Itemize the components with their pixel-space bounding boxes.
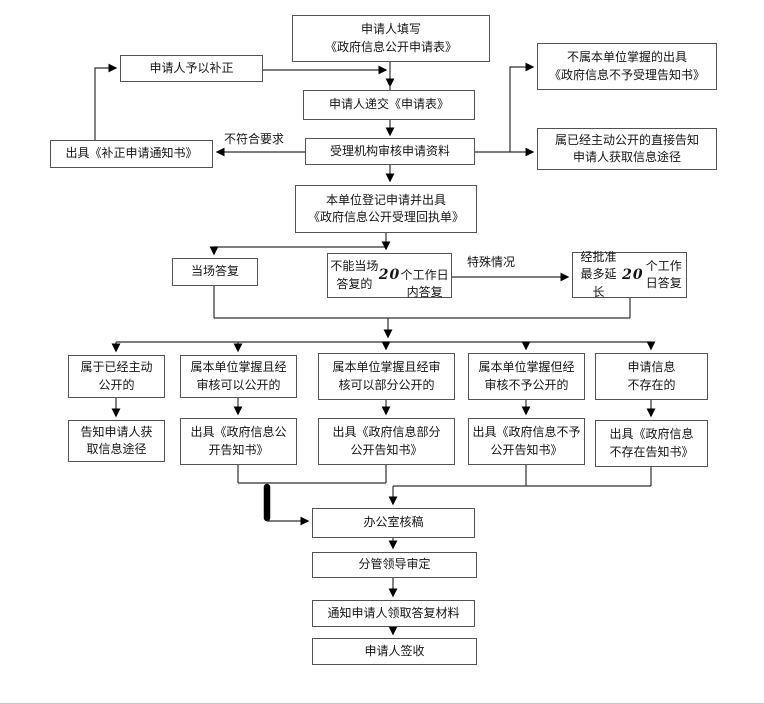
- node-submit-form: 申请人递交《申请表》: [303, 90, 475, 120]
- connector-distribution-bar: [111, 341, 656, 353]
- extend20-text: 经批准最多延长: [580, 249, 617, 299]
- node-fill-form: 申请人填写 《政府信息公开申请表》: [292, 15, 490, 62]
- node-cond-no-disclose: 属本单位掌握但经 审核不予公开的: [468, 353, 585, 400]
- node-cond-already-public: 属于已经主动 公开的: [68, 355, 165, 398]
- connector-cond-to-act: [111, 398, 656, 418]
- node-act-inform-channel: 告知申请人获 取信息途径: [68, 420, 165, 462]
- extend20-text-tail: 个工作日答复: [645, 258, 682, 290]
- connector-register-split: [209, 233, 391, 256]
- node-act-partial-notice: 出具《政府信息部分 公开告知书》: [318, 418, 455, 465]
- node-cond-partial-disclose: 属本单位掌握且经审 核可以部分公开的: [318, 353, 455, 400]
- within20-text: 不能当场答复的: [330, 259, 379, 291]
- node-office-review: 办公室核稿: [312, 508, 475, 538]
- node-not-held-notice: 不属本单位掌握的出具 《政府信息不予受理告知书》: [537, 43, 717, 90]
- connector-reply-collector: [213, 286, 631, 339]
- node-onspot-reply: 当场答复: [172, 258, 258, 286]
- node-review-materials: 受理机构审核申请资料: [305, 138, 475, 165]
- node-cond-not-exist: 申请信息 不存在的: [595, 353, 708, 400]
- connector-correction-notice-to-correct: [94, 63, 118, 140]
- node-applicant-signs: 申请人签收: [312, 638, 477, 665]
- node-leader-approval: 分管领导审定: [312, 552, 477, 578]
- node-already-public-direct: 属已经主动公开的直接告知 申请人获取信息途径: [537, 128, 717, 170]
- edge-label-special-case: 特殊情况: [467, 255, 516, 269]
- node-act-disclosure-notice: 出具《政府信息公 开告知书》: [180, 418, 297, 465]
- node-notify-applicant: 通知申请人领取答复材料: [312, 600, 475, 627]
- connector-left-pair-merge: [237, 465, 387, 484]
- node-cond-can-disclose: 属本单位掌握且经 审核可以公开的: [180, 355, 297, 398]
- connector-right-pair-merge: [388, 465, 652, 506]
- node-correction-notice: 出具《补正申请通知书》: [50, 140, 213, 168]
- node-register-receipt: 本单位登记申请并出具 《政府信息公开受理回执单》: [295, 185, 477, 233]
- node-act-nondisclosure-notice: 出具《政府信息不予 公开告知书》: [468, 418, 585, 465]
- node-applicant-corrects: 申请人予以补正: [120, 55, 263, 82]
- connector-review-to-not-held: [509, 62, 535, 152]
- node-act-nonexistence-notice: 出具《政府信息 不存在告知书》: [595, 420, 708, 467]
- within20-number: 20: [378, 267, 401, 284]
- within20-text-tail: 个工作日内答复: [400, 267, 449, 300]
- edge-label-not-meeting-requirements: 不符合要求: [224, 132, 285, 146]
- extend20-number: 20: [622, 266, 644, 283]
